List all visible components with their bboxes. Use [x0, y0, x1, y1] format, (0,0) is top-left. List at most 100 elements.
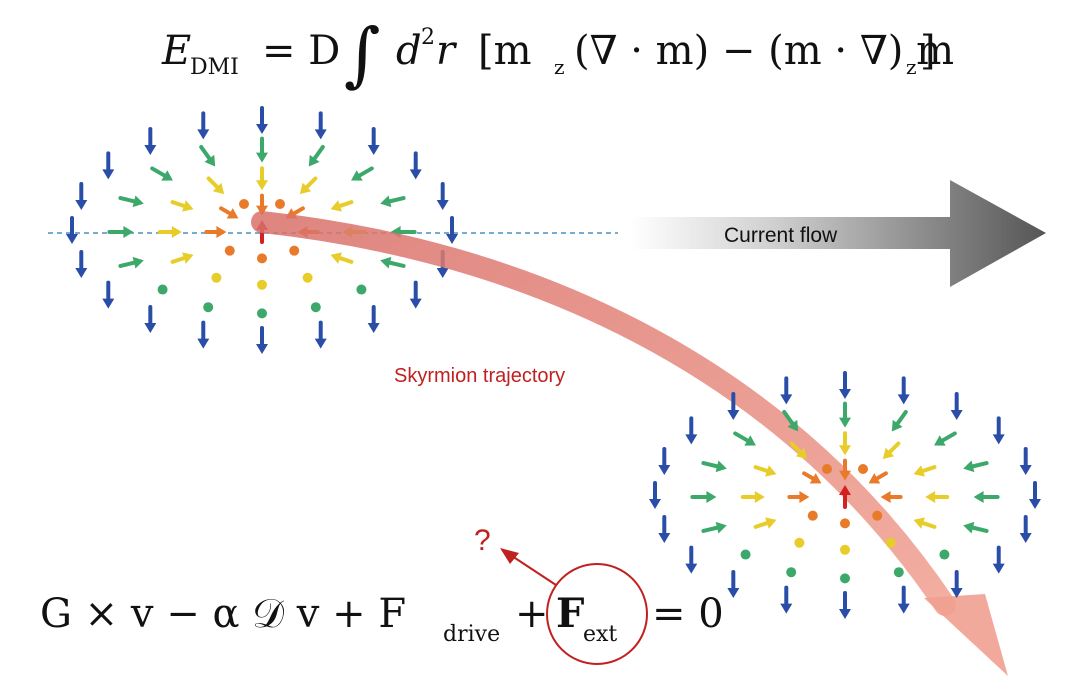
eq-drive-sub: drive	[443, 622, 500, 647]
spin-dot	[302, 272, 313, 283]
eq-term-open: [m	[478, 28, 532, 74]
spin-arrow	[118, 195, 144, 208]
spin-arrow	[701, 460, 727, 473]
spin-arrow	[782, 410, 799, 432]
spin-dot	[885, 537, 896, 548]
eq-div-m: (∇ · m) − (m · ∇) m	[574, 28, 954, 74]
spin-arrow	[256, 193, 268, 216]
spin-arrow-outer	[197, 111, 210, 140]
spin-arrow-outer	[950, 392, 963, 421]
spin-arrow-outer	[780, 585, 793, 614]
spin-arrow	[868, 471, 888, 484]
spin-arrow-outer	[1019, 514, 1032, 543]
eq-equals-D: = D	[262, 28, 340, 74]
spin-arrow-outer	[1019, 447, 1032, 476]
eq-integral: ∫	[344, 13, 380, 95]
external-force-annotation: ?	[474, 524, 648, 665]
eq-mz-sub: z	[554, 55, 565, 79]
current-flow-arrow: Current flow	[630, 180, 1046, 287]
spin-arrow-outer	[897, 376, 910, 405]
spin-dot	[211, 272, 222, 283]
eq-plus: +	[515, 591, 549, 637]
spin-dot	[203, 302, 214, 313]
spin-arrow	[925, 491, 950, 503]
spin-arrow	[256, 136, 268, 163]
spin-dot	[840, 573, 850, 584]
spin-arrow-outer	[685, 416, 698, 445]
spin-arrow-center	[839, 485, 851, 509]
spin-arrow	[308, 145, 325, 167]
spin-arrow	[701, 521, 727, 534]
spin-dot	[786, 567, 797, 578]
current-flow-label: Current flow	[724, 224, 838, 247]
spin-arrow	[740, 491, 765, 503]
spin-arrow-outer	[649, 481, 661, 509]
spin-dot-core	[858, 464, 868, 474]
spin-arrow-outer	[197, 320, 210, 349]
spin-arrow-outer	[727, 569, 740, 598]
spin-arrow-outer	[727, 392, 740, 421]
spin-arrow	[963, 521, 989, 534]
spin-arrow-outer	[144, 304, 157, 333]
spin-arrow	[839, 401, 851, 428]
dmi-energy-equation: E DMI = D ∫ d 2 r [m z (∇ · m) − (m · ∇)…	[161, 13, 954, 95]
spin-arrow-outer	[367, 304, 380, 333]
spin-dot	[289, 245, 300, 256]
spin-arrow	[690, 491, 717, 503]
spin-arrow-outer	[409, 151, 422, 180]
spin-dot	[257, 279, 267, 290]
spin-arrow	[204, 226, 227, 238]
spin-dot	[807, 510, 818, 521]
spin-arrow	[913, 465, 937, 477]
spin-arrow	[107, 226, 134, 238]
spin-arrow-outer	[66, 216, 78, 244]
eq-close: ]	[920, 28, 936, 74]
spin-dot-core	[275, 199, 285, 209]
skyrmion-left	[66, 106, 458, 354]
spin-arrow	[351, 166, 374, 181]
eq-E: E	[161, 28, 191, 74]
spin-arrow-outer	[658, 447, 671, 476]
spin-arrow	[170, 200, 194, 212]
spin-arrow-outer	[256, 326, 268, 354]
spin-arrow	[380, 195, 406, 208]
spin-dot-core	[239, 199, 249, 209]
spin-arrow	[380, 256, 406, 269]
spin-arrow-outer	[75, 249, 88, 278]
spin-arrow-outer	[314, 320, 327, 349]
spin-arrow	[839, 458, 851, 481]
eq-r: r	[436, 28, 458, 74]
spin-dot	[157, 284, 168, 295]
spin-dot	[740, 549, 751, 560]
spin-arrow-outer	[144, 127, 157, 156]
spin-dot	[840, 544, 850, 555]
spin-dot	[872, 510, 883, 521]
spin-arrow-outer	[897, 585, 910, 614]
spin-arrow-outer	[256, 106, 268, 134]
eq-F-ext: F	[556, 590, 584, 637]
spin-arrow	[839, 431, 851, 456]
spin-dot	[257, 308, 267, 319]
spin-arrow	[880, 491, 903, 503]
spin-arrow	[330, 200, 354, 212]
spin-dot	[794, 537, 805, 548]
spin-arrow	[330, 252, 354, 264]
spin-arrow	[299, 176, 318, 195]
spin-arrow-outer	[839, 371, 851, 399]
spin-arrow-outer	[780, 376, 793, 405]
spin-arrow	[219, 206, 239, 219]
spin-arrow	[157, 226, 182, 238]
spin-arrow	[787, 491, 810, 503]
spin-arrow-outer	[992, 416, 1005, 445]
question-arrow-line	[511, 555, 557, 586]
f-ext-circle	[546, 563, 648, 665]
spin-arrow-outer	[102, 280, 115, 309]
eq-d-sup: 2	[421, 25, 435, 50]
spin-arrow	[753, 517, 777, 529]
spin-arrow-outer	[446, 216, 458, 244]
skyrmion-trajectory-arrow: Skyrmion trajectory	[251, 211, 1008, 676]
spin-arrow	[934, 431, 957, 446]
spin-arrow-outer	[839, 591, 851, 619]
spin-dot	[310, 302, 321, 313]
